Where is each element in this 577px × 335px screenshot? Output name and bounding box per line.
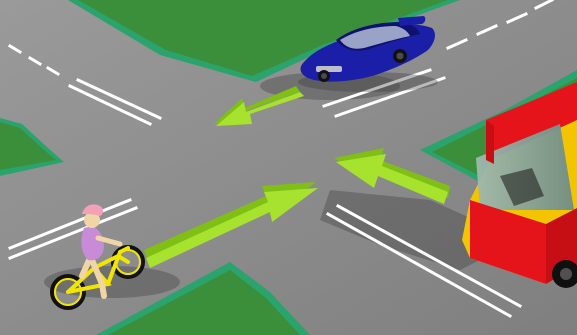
intersection-scene — [0, 0, 577, 335]
intersection-illustration — [0, 0, 577, 335]
